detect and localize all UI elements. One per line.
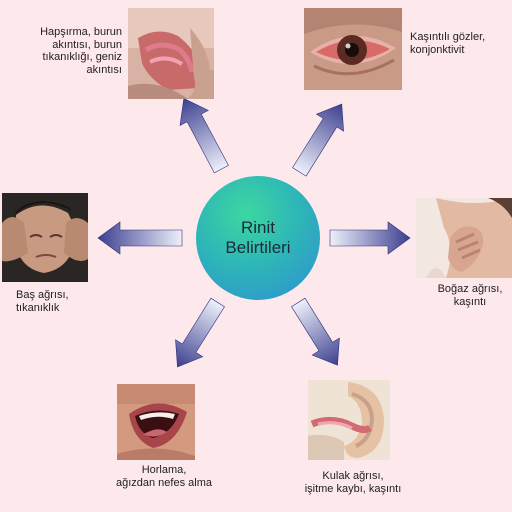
open-mouth-icon (117, 384, 195, 460)
headache-icon (2, 193, 88, 282)
sore-throat-icon (416, 198, 512, 278)
symptom-label-eye: Kaşıntılı gözler, konjonktivit (410, 31, 486, 56)
arrow-to-ear (291, 297, 340, 366)
ear-icon (308, 380, 390, 460)
arrow-to-nose (179, 98, 229, 174)
symptom-label-throat: Boğaz ağrısı, kaşıntı (437, 283, 503, 308)
arrow-to-mouth (175, 297, 225, 368)
center-title: Rinit Belirtileri (196, 176, 320, 300)
arrow-to-head (97, 221, 183, 255)
symptom-label-ear: Kulak ağrısı, işitme kaybı, kaşıntı (304, 470, 402, 495)
symptom-label-head: Baş ağrısı, tıkanıklık (16, 289, 69, 314)
symptom-label-nose: Hapşırma, burun akıntısı, burun tıkanıkl… (40, 26, 122, 76)
nose-cross-section-icon (128, 8, 214, 99)
red-eye-icon (304, 8, 402, 90)
arrow-to-throat (329, 221, 411, 255)
symptom-label-mouth: Horlama, ağızdan nefes alma (115, 464, 212, 489)
arrow-to-eye (292, 103, 344, 177)
